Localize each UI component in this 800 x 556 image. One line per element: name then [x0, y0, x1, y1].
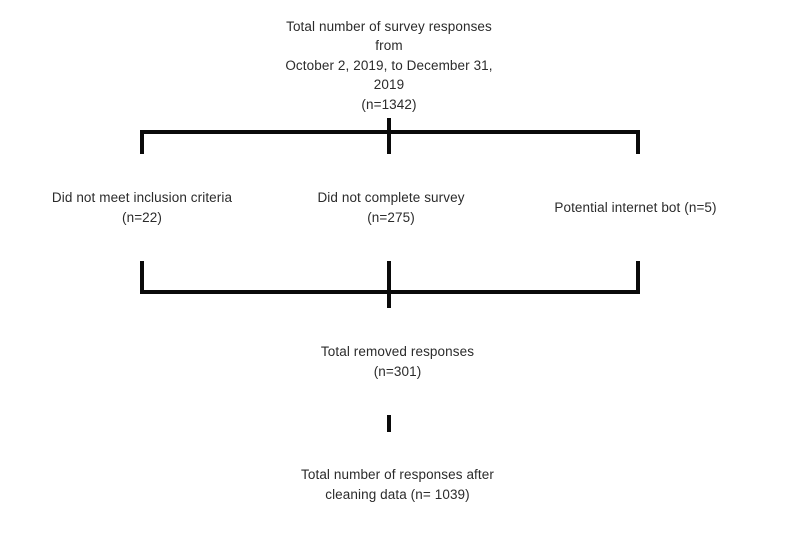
connector-merge-stem-down	[387, 290, 391, 310]
node-incomplete-survey: Did not complete survey (n=275)	[285, 154, 497, 261]
node-total-after-cleaning-label: Total number of responses after cleaning…	[301, 467, 494, 502]
node-total-responses: Total number of survey responses from Oc…	[262, 13, 516, 118]
node-total-removed-label: Total removed responses (n=301)	[320, 343, 475, 379]
node-no-inclusion-criteria-label: Did not meet inclusion criteria (n=22)	[51, 189, 233, 225]
node-total-responses-label: Total number of survey responses from Oc…	[285, 18, 493, 112]
connector-merge-right-up	[636, 261, 640, 294]
connector-branch-right-down	[636, 130, 640, 155]
connector-merge-center-up	[387, 261, 391, 294]
node-internet-bot-label: Potential internet bot (n=5)	[554, 199, 717, 215]
node-total-after-cleaning: Total number of responses after cleaning…	[290, 432, 505, 538]
connector-merge-left-up	[140, 261, 144, 294]
connector-branch-left-down	[140, 130, 144, 155]
node-total-removed: Total removed responses (n=301)	[290, 308, 505, 415]
connector-split-bar-upper	[140, 130, 640, 134]
node-internet-bot: Potential internet bot (n=5)	[527, 154, 744, 261]
node-no-inclusion-criteria: Did not meet inclusion criteria (n=22)	[34, 154, 250, 261]
node-incomplete-survey-label: Did not complete survey (n=275)	[317, 189, 465, 225]
connector-top-stem	[387, 118, 391, 154]
connector-final-stem	[387, 415, 391, 434]
